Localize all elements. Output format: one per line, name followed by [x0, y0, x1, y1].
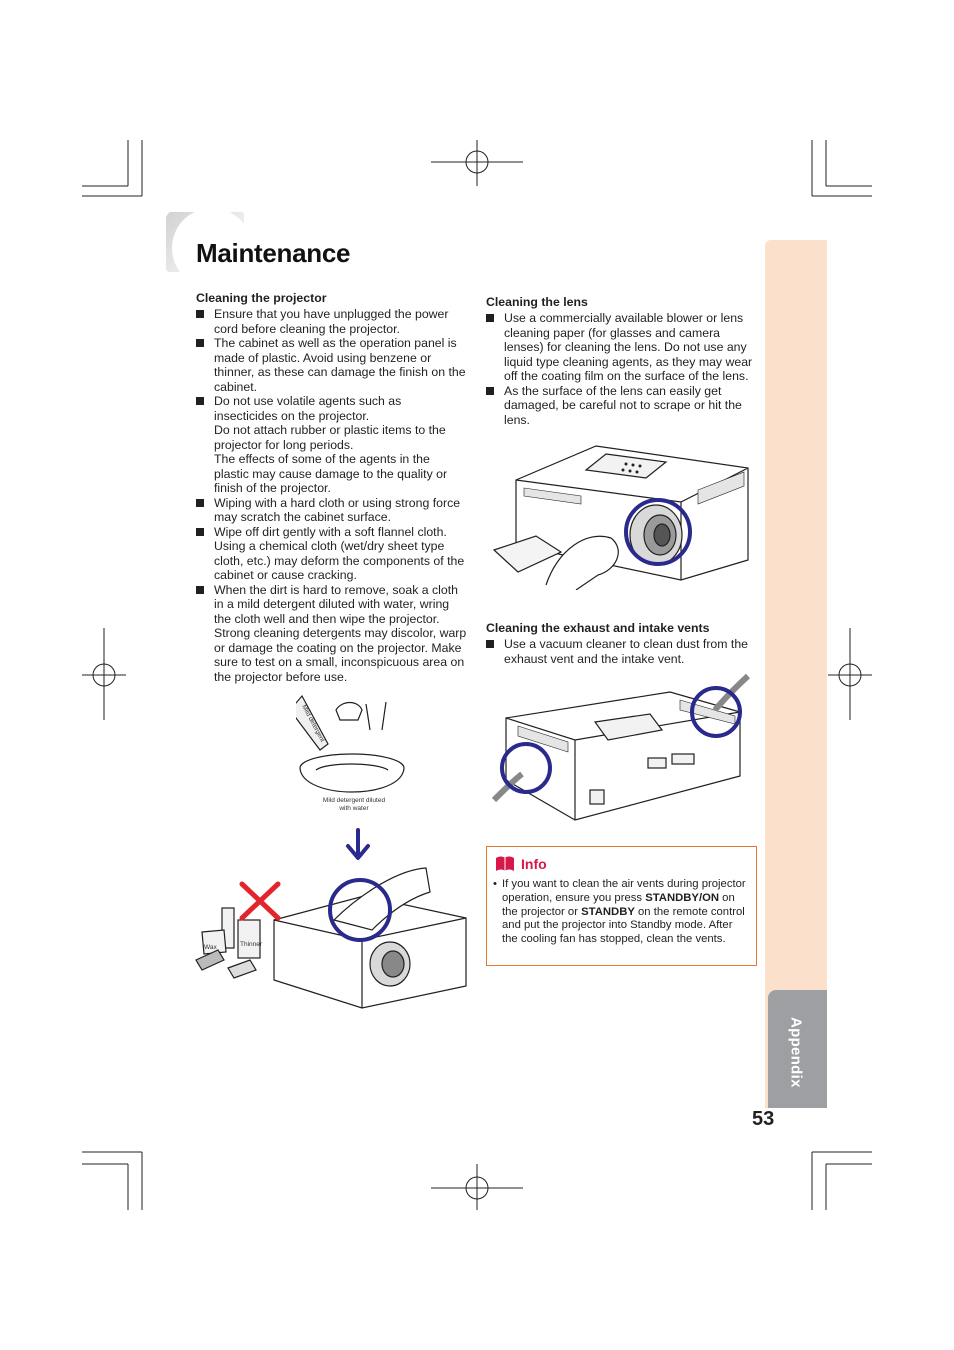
lens-cleaning-illustration	[492, 445, 749, 590]
list-item: Use a commercially available blower or l…	[486, 311, 760, 384]
bullet: •	[493, 878, 497, 890]
side-tab-background	[765, 240, 827, 1108]
wax-label: Wax	[204, 944, 218, 951]
appendix-tab[interactable]	[768, 990, 827, 1108]
wiping-projector-illustration: Wax Thinner	[195, 867, 467, 1009]
page-title: Maintenance	[196, 238, 351, 268]
book-icon	[496, 856, 514, 871]
standby-on-key: STANDBY/ON	[645, 891, 720, 904]
bowl-label-line-1: Mild detergent diluted	[323, 797, 386, 804]
list-item: As the surface of the lens can easily ge…	[486, 384, 760, 428]
info-header: Info	[495, 856, 547, 872]
page-number: 53	[752, 1108, 775, 1130]
list-item: When the dirt is hard to remove, soak a …	[196, 583, 468, 685]
list-item: Wipe off dirt gently with a soft flannel…	[196, 525, 468, 583]
arrow-down-icon	[346, 828, 370, 860]
exhaust-vent-highlight-circle	[690, 686, 742, 738]
bowl-label-line-2: with water	[338, 805, 369, 812]
list-item: The cabinet as well as the operation pan…	[196, 336, 468, 394]
thinner-label: Thinner	[240, 941, 263, 948]
info-title: Info	[521, 856, 547, 872]
list-item: Wiping with a hard cloth or using strong…	[196, 496, 468, 525]
cabinet-highlight-circle	[328, 878, 392, 942]
list-item: Ensure that you have unplugged the power…	[196, 307, 468, 336]
section-heading: Cleaning the exhaust and intake vents	[486, 621, 710, 635]
info-text: • If you want to clean the air vents dur…	[493, 878, 746, 946]
detergent-bowl-illustration: Mild detergent Mild detergent diluted wi…	[296, 694, 405, 812]
vent-cleaning-illustration	[491, 673, 751, 821]
intake-vent-highlight-circle	[500, 742, 552, 794]
appendix-tab-label: Appendix	[787, 1016, 805, 1088]
lens-highlight-circle	[624, 498, 692, 566]
cleaning-lens-section: Cleaning the lens Use a commercially ava…	[486, 295, 760, 427]
list-item: Use a vacuum cleaner to clean dust from …	[486, 637, 760, 666]
section-heading: Cleaning the projector	[196, 291, 327, 305]
list-item: Do not use volatile agents such as insec…	[196, 394, 468, 496]
cleaning-vents-section: Cleaning the exhaust and intake vents Us…	[486, 621, 760, 666]
section-heading: Cleaning the lens	[486, 295, 588, 309]
standby-key: STANDBY	[581, 905, 635, 918]
info-box: Info • If you want to clean the air vent…	[486, 846, 757, 966]
title-decoration-arc	[166, 212, 244, 272]
cleaning-projector-section: Cleaning the projector Ensure that you h…	[196, 291, 468, 684]
